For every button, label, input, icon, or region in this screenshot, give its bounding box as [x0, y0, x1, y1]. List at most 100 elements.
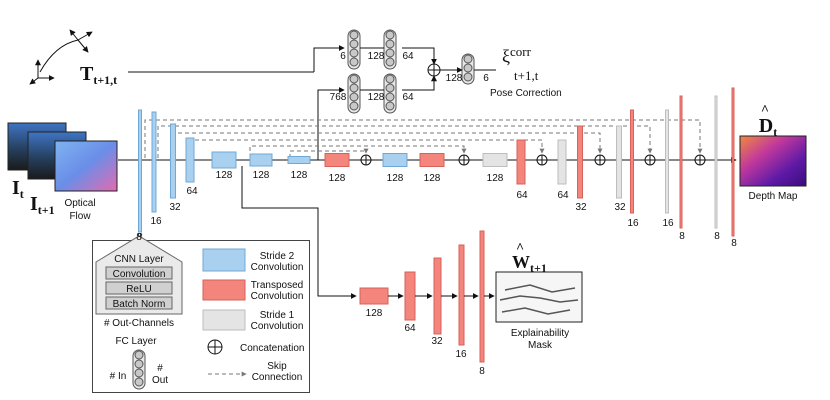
decoder-bar-8 [731, 87, 735, 237]
fc-in-bottom-node-0 [349, 74, 359, 84]
fc-top-to-concat [402, 47, 437, 65]
legend-cnn-row-3: Batch Norm [113, 299, 166, 310]
fc-label-final: 6 [483, 73, 489, 84]
mask-bar-2 [433, 257, 442, 335]
decoder-bar-6 [679, 95, 683, 229]
legend-cnn-layer-count: 8 [136, 232, 142, 243]
fc-label-mid-bottom: 128 [368, 92, 385, 103]
skip-connection-4 [249, 145, 467, 158]
pose-label: Tt+1,t [80, 63, 117, 87]
legend-cnn-layer-title: CNN Layer [114, 254, 164, 265]
decoder-label-0: 64 [516, 190, 528, 201]
frame-t1-label: It+1 [30, 193, 55, 217]
mask-caption-1: Explainability [511, 328, 569, 339]
depth-map-caption: Depth Map [749, 191, 798, 202]
skip-connection-5 [289, 148, 369, 158]
pose-to-fc-top [313, 45, 345, 72]
encoder-conv-2 [170, 123, 176, 199]
fc-mid-top-node-0 [385, 30, 395, 40]
mask-branch-line [241, 166, 357, 299]
depth-symbol: Dt [759, 115, 777, 139]
fc-mid-bottom-node-2 [385, 92, 395, 102]
fc-concat-layer-node-0 [463, 54, 473, 64]
fc-label-concat: 128 [446, 73, 463, 84]
encoder-conv-3 [185, 137, 195, 183]
middle-block-label-1: 128 [387, 173, 404, 184]
optical-flow-label-1: Optical [64, 198, 95, 209]
legend-fc-out-2: Out [152, 375, 168, 386]
fc-label-out-bottom: 64 [402, 92, 414, 103]
fc-mid-top-node-1 [385, 39, 395, 49]
encoder-block-0 [211, 151, 237, 169]
mask-bar-4 [479, 230, 485, 363]
fc-label-out-top: 64 [402, 51, 414, 62]
fc-concat-layer-node-2 [463, 72, 473, 82]
fc-bottom-to-concat [402, 75, 437, 91]
legend-fc-in: # In [110, 371, 127, 382]
fc-mid-bottom-node-3 [385, 101, 395, 111]
decoder-bar-1 [557, 139, 567, 185]
decoder-label-2: 32 [575, 202, 587, 213]
legend-cnn-row-1: Convolution [113, 269, 166, 280]
legend-concat-label: Concatenation [240, 343, 305, 354]
depth-hat: ^ [761, 103, 769, 118]
legend-transposed-label-2: Convolution [251, 291, 304, 302]
decoder-label-3: 32 [614, 202, 626, 213]
legend: 8 CNN Layer Convolution ReLU Batch Norm … [95, 232, 305, 390]
fc-mid-top-node-3 [385, 57, 395, 67]
encoder-label-1: 16 [150, 216, 162, 227]
skip-connection-1 [157, 125, 653, 158]
mask-label-3: 16 [455, 349, 467, 360]
optical-flow-image [54, 140, 118, 192]
mask-hat: ^ [516, 241, 524, 256]
encoder-block-label-2: 128 [291, 170, 308, 181]
encoder-label-2: 32 [169, 202, 181, 213]
fc-in-top-node-3 [349, 57, 359, 67]
mask-label-2: 32 [431, 336, 443, 347]
encoder-block-label-1: 128 [253, 170, 270, 181]
mask-bar-0 [359, 287, 389, 305]
encoder-conv-0 [138, 109, 142, 233]
legend-stride1-label-2: Convolution [251, 321, 304, 332]
decoder-bar-5 [665, 109, 669, 214]
decoder-bar-3 [616, 125, 622, 199]
decoder-label-8: 8 [731, 238, 737, 249]
optical-flow-label-2: Flow [69, 211, 91, 222]
middle-block-label-0: 128 [329, 173, 346, 184]
legend-box [92, 240, 310, 393]
fc-mid-bottom-node-1 [385, 83, 395, 93]
middle-block-0 [324, 153, 350, 167]
encoder-block-label-0: 128 [216, 170, 233, 181]
middle-block-2 [419, 153, 445, 167]
decoder-label-6: 8 [679, 231, 685, 242]
encoder-label-3: 64 [186, 186, 198, 197]
explainability-mask-image [495, 271, 583, 323]
mask-branch: 128 64 32 16 8 [241, 166, 495, 377]
decoder-label-4: 16 [627, 218, 639, 229]
legend-stride2-label-1: Stride 2 [260, 251, 295, 262]
fc-pose-branch [347, 29, 480, 114]
decoder-label-7: 8 [714, 231, 720, 242]
legend-fc-title: FC Layer [115, 336, 157, 347]
mask-texture [499, 284, 579, 315]
fc-concat-layer-node-1 [463, 63, 473, 73]
fc-in-top-node-2 [349, 48, 359, 58]
middle-block-label-2: 128 [424, 173, 441, 184]
pose-correction-sub: t+1,t [514, 68, 539, 83]
legend-stride2-label-2: Convolution [251, 262, 304, 273]
bottleneck-to-fc-bottom [317, 87, 345, 160]
mask-label-0: 128 [366, 308, 383, 319]
decoder-bar-4 [630, 109, 634, 214]
legend-stride1-label-1: Stride 1 [260, 310, 295, 321]
encoder-block-1 [249, 153, 273, 167]
legend-stride2-swatch [202, 248, 246, 272]
encoder-conv-1 [151, 111, 157, 213]
mask-label-1: 64 [404, 323, 416, 334]
legend-skip-label-1: Skip [267, 361, 287, 372]
fc-in-top-node-1 [349, 39, 359, 49]
legend-fc-layer-node-3 [134, 377, 144, 387]
fc-in-bottom-node-1 [349, 83, 359, 93]
mask-label-4: 8 [479, 366, 485, 377]
legend-transposed-swatch [202, 279, 246, 301]
